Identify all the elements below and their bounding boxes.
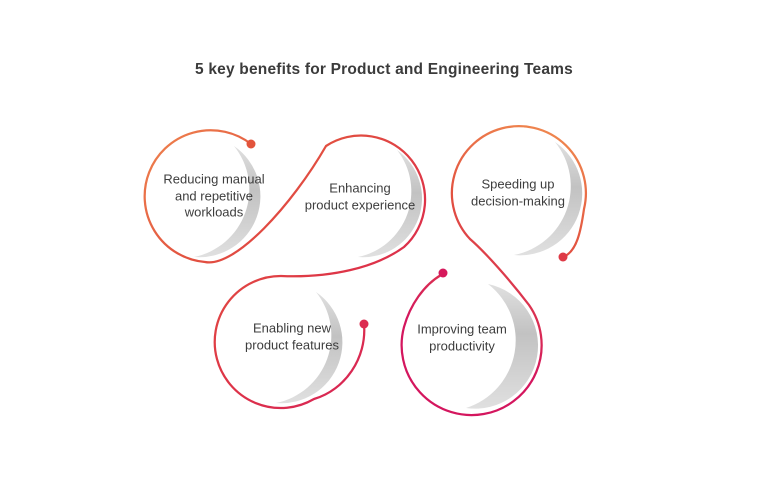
crescent-shadow-1 (194, 146, 261, 258)
line-end-dot-4 (359, 319, 369, 329)
benefit-line: Reducing manual (163, 171, 265, 187)
benefit-line: and repetitive (174, 187, 254, 203)
benefit-line: Improving team (417, 321, 507, 337)
benefit-label-improving-productivity: Improving team productivity (417, 322, 507, 355)
crescent-shadow-2 (358, 150, 422, 258)
benefit-line: workloads (184, 204, 244, 220)
flow-line-bottom-right-chain (400, 125, 587, 417)
benefit-label-enhancing-experience: Enhancing product experience (305, 181, 416, 214)
benefit-line: product experience (304, 197, 416, 212)
benefit-label-speeding-decisions: Speeding up decision-making (471, 177, 565, 210)
crescent-shadow-5 (466, 284, 539, 409)
benefit-label-reducing-workloads: Reducing manual and repetitive workloads (163, 171, 264, 221)
crescent-shadow-4 (276, 292, 343, 404)
benefit-label-enabling-features: Enabling new product features (245, 321, 339, 354)
benefit-line: product features (245, 337, 339, 352)
benefit-line: productivity (429, 338, 495, 353)
benefit-line: Speeding up (481, 176, 555, 192)
page-title: 5 key benefits for Product and Engineeri… (195, 61, 573, 78)
line-end-dot-5 (438, 268, 448, 278)
benefit-line: decision-making (471, 193, 565, 208)
benefit-line: Enabling new (252, 320, 332, 336)
line-end-dot-1 (246, 139, 256, 149)
flow-line-top-left-chain (143, 129, 427, 410)
line-end-dot-3 (558, 252, 568, 262)
crescent-shadow-3 (514, 142, 583, 256)
benefit-line: Enhancing (329, 180, 391, 196)
